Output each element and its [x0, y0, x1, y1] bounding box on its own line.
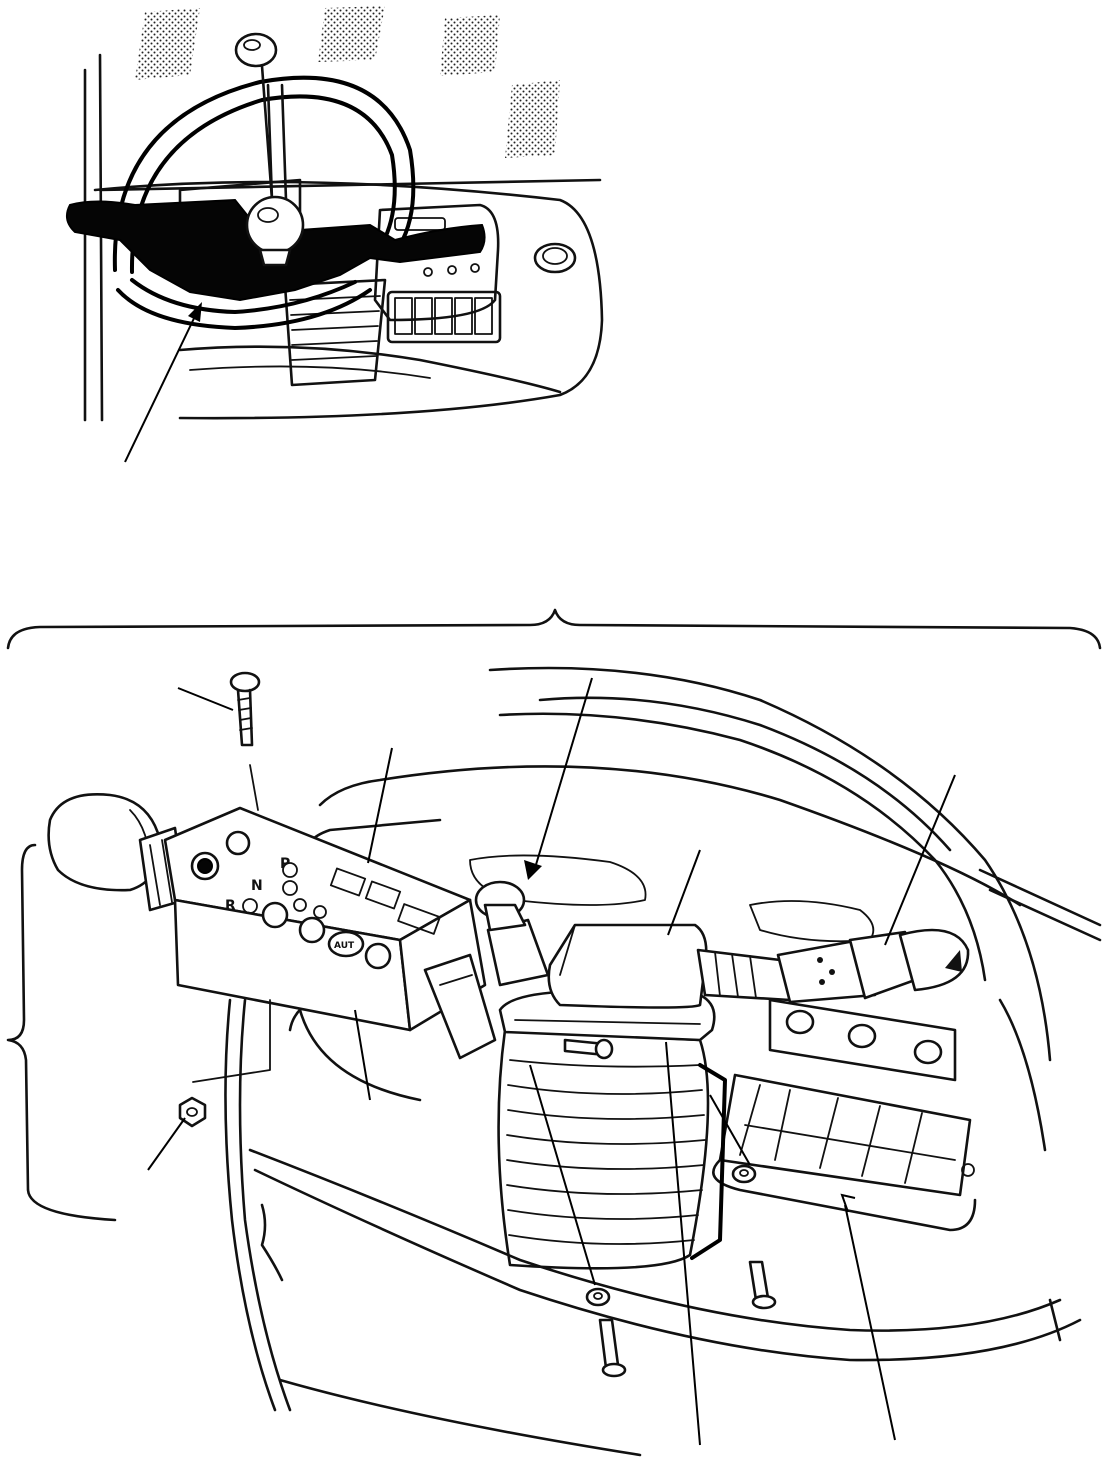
dashboard-outline [306, 666, 1102, 1342]
switch-label-n: N [251, 878, 263, 894]
windshield-shading [135, 6, 560, 158]
overview-view [65, 6, 604, 463]
lower-console [224, 854, 1082, 1457]
assembly-brace [6, 843, 117, 1222]
overview-leader-arrow [124, 302, 202, 463]
combination-switch-housing [547, 923, 708, 1009]
column-bellows [497, 1028, 727, 1270]
washer-right [731, 1164, 757, 1184]
steering-wheel [112, 75, 416, 330]
button-label-auto: AUT [334, 941, 355, 951]
mounting-nut [178, 999, 271, 1128]
wiper-stalk [696, 928, 970, 1004]
dashboard [93, 180, 604, 420]
view-divider-brace [6, 608, 1102, 650]
gear-lever-knob [234, 32, 278, 202]
switch-label-p: P [280, 856, 290, 872]
mounting-screw-top [229, 671, 261, 811]
multifunction-switch-highlight [65, 195, 486, 302]
gear-lever-stub [474, 880, 550, 987]
panel-round-knobs [768, 998, 957, 1082]
switch-label-r: R [225, 898, 236, 914]
screw-right [748, 1260, 777, 1310]
steering-column-boot [283, 278, 387, 387]
light-switch-assembly: P N R AUT [47, 793, 497, 1060]
dash-round-button [533, 242, 577, 274]
column-bolt [563, 1038, 614, 1060]
screw-left [598, 1318, 627, 1378]
switch-panel [712, 1073, 977, 1232]
rocker-switch-panel [386, 290, 502, 344]
exploded-view: P N R AUT [6, 666, 1102, 1457]
callout-leader-lines [147, 677, 956, 1446]
washer-left [585, 1287, 611, 1307]
